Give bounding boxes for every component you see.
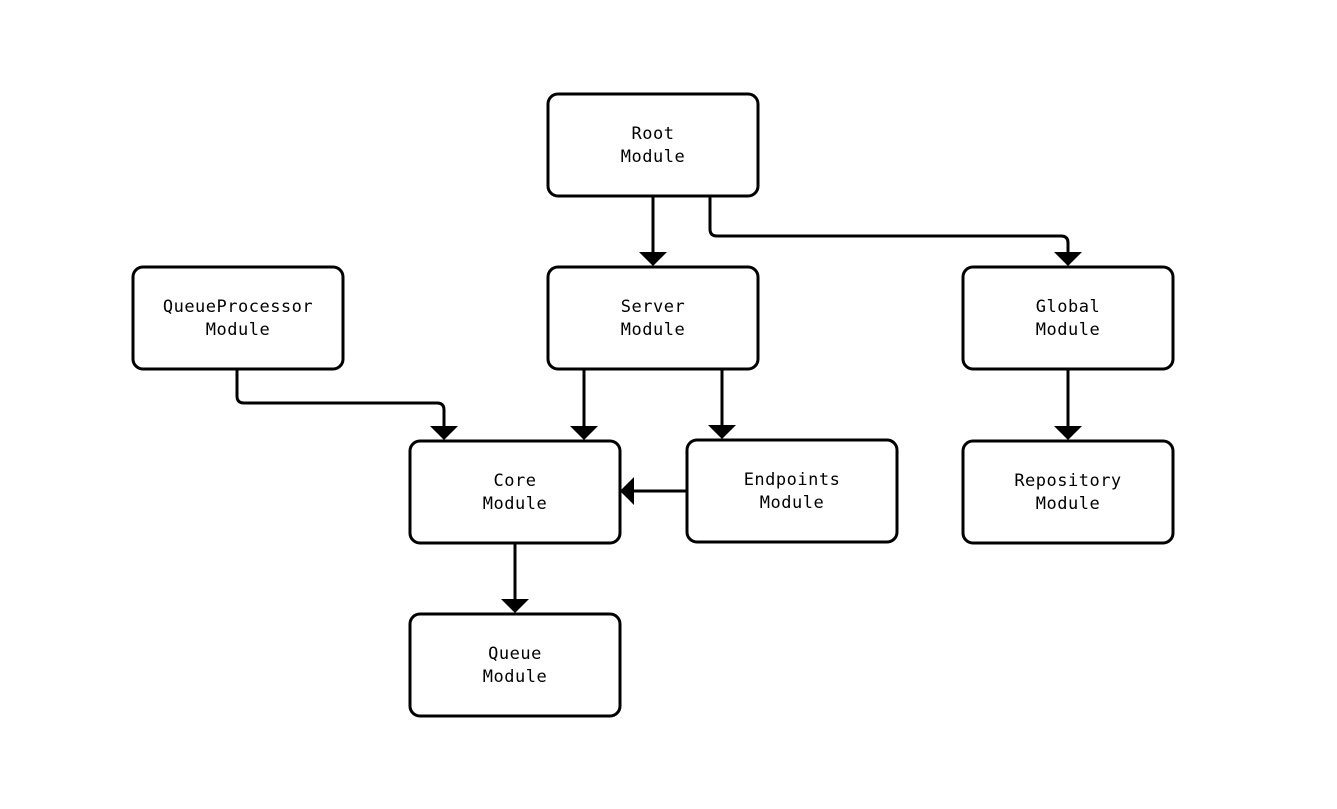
arrowhead-server-to-core: [570, 426, 598, 440]
edge-line-root-to-global: [708, 196, 1070, 252]
node-box-queueprocessor[interactable]: [131, 265, 345, 371]
node-label-line2-repository: Module: [1036, 494, 1100, 514]
edge-global-to-repository: [1054, 369, 1082, 440]
node-label-line1-endpoints: Endpoints: [744, 470, 841, 490]
edge-server-to-core: [570, 369, 598, 440]
node-label-line1-root: Root: [632, 124, 675, 144]
node-label-line2-queueprocessor: Module: [206, 320, 270, 340]
nodes-layer: RootModuleQueueProcessorModuleServerModu…: [131, 92, 1175, 718]
arrowhead-core-to-queue: [501, 599, 529, 613]
edges-layer: [235, 196, 1082, 613]
node-label-line2-global: Module: [1036, 320, 1100, 340]
node-label-line2-queue: Module: [483, 667, 547, 687]
edge-line-queueprocessor-to-core: [235, 369, 446, 426]
node-label-line1-queueprocessor: QueueProcessor: [163, 297, 313, 317]
node-label-line1-server: Server: [621, 297, 685, 317]
edge-server-to-endpoints: [708, 369, 736, 439]
edge-root-to-global: [708, 196, 1082, 266]
node-box-queue[interactable]: [408, 612, 622, 718]
node-label-line2-core: Module: [483, 494, 547, 514]
arrowhead-global-to-repository: [1054, 426, 1082, 440]
node-box-repository[interactable]: [961, 439, 1175, 545]
node-label-line1-core: Core: [494, 471, 537, 491]
arrowhead-root-to-global: [1054, 252, 1082, 266]
node-box-endpoints[interactable]: [685, 438, 899, 544]
arrowhead-queueprocessor-to-core: [430, 426, 458, 440]
node-box-root[interactable]: [546, 92, 760, 198]
node-label-line2-root: Module: [621, 147, 685, 167]
node-label-line1-global: Global: [1036, 297, 1100, 317]
node-label-line2-endpoints: Module: [760, 493, 824, 513]
edge-root-to-server: [639, 196, 667, 266]
node-box-core[interactable]: [408, 439, 622, 545]
arrowhead-root-to-server: [639, 252, 667, 266]
node-box-global[interactable]: [961, 265, 1175, 371]
arrowhead-endpoints-to-core: [620, 477, 634, 505]
edge-endpoints-to-core: [620, 477, 687, 505]
node-label-line1-repository: Repository: [1014, 471, 1121, 491]
node-box-server[interactable]: [546, 265, 760, 371]
node-label-line2-server: Module: [621, 320, 685, 340]
arrowhead-server-to-endpoints: [708, 425, 736, 439]
node-label-line1-queue: Queue: [488, 644, 542, 664]
edge-queueprocessor-to-core: [235, 369, 458, 440]
edge-core-to-queue: [501, 543, 529, 613]
